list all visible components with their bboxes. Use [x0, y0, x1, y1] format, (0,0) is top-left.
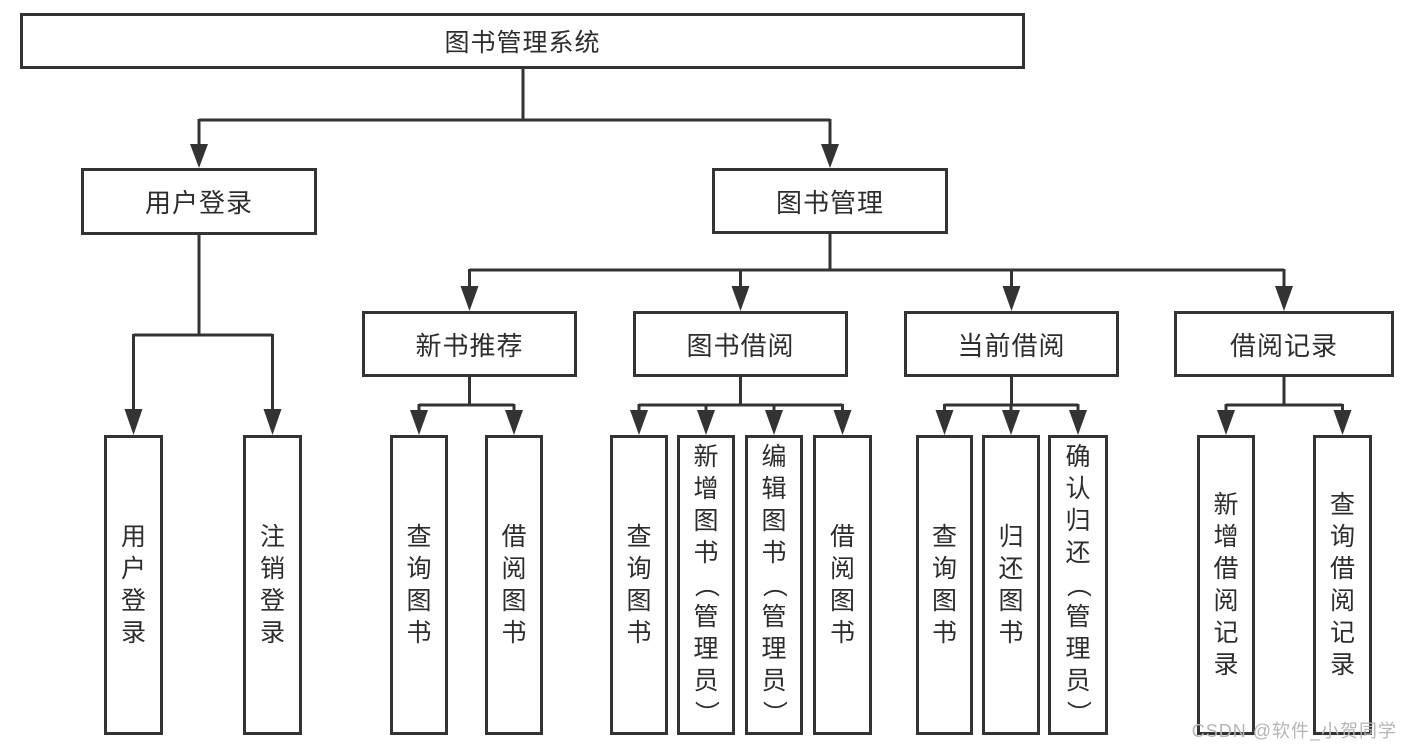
leaf-add-book-admin: 新增图书（管理员）: [677, 435, 735, 735]
node-new-book-recommend: 新书推荐: [362, 311, 577, 377]
leaf-add-borrow-record: 新增借阅记录: [1197, 435, 1255, 735]
node-current-borrow: 当前借阅: [904, 311, 1119, 377]
leaf-query-books-recommend: 查询图书: [390, 435, 448, 735]
leaf-confirm-return-admin: 确认归还（管理员）: [1048, 435, 1108, 735]
leaf-query-borrow-record: 查询借阅记录: [1313, 435, 1372, 735]
leaf-user-login: 用户登录: [104, 435, 163, 735]
leaf-return-book: 归还图书: [982, 435, 1040, 735]
csdn-watermark: CSDN @软件_小贺同学: [1191, 721, 1397, 741]
node-library-system: 图书管理系统: [20, 13, 1025, 69]
connector-paths: [132, 69, 1344, 411]
node-user-login: 用户登录: [81, 168, 317, 235]
leaf-logout-login: 注销登录: [243, 435, 302, 735]
leaf-borrow-books: 借阅图书: [813, 435, 872, 735]
leaf-borrow-books-recommend: 借阅图书: [485, 435, 543, 735]
node-borrow-records: 借阅记录: [1174, 311, 1394, 377]
node-book-borrow: 图书借阅: [633, 311, 848, 377]
leaf-edit-book-admin: 编辑图书（管理员）: [745, 435, 803, 735]
leaf-query-books-borrow: 查询图书: [610, 435, 668, 735]
node-book-management: 图书管理: [712, 168, 948, 234]
leaf-query-books-current: 查询图书: [916, 435, 973, 735]
arrowheads: [124, 144, 1352, 435]
